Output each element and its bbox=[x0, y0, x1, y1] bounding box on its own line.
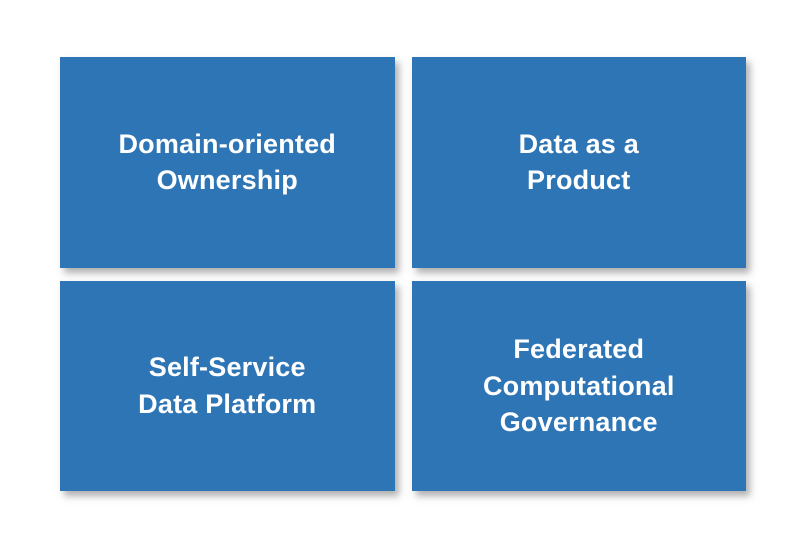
principle-label-self-service-data-platform: Self-Service Data Platform bbox=[138, 352, 317, 419]
principle-box-domain-oriented-ownership: Domain-oriented Ownership bbox=[60, 57, 395, 268]
principle-label-domain-oriented-ownership: Domain-oriented Ownership bbox=[118, 128, 336, 196]
principles-grid: Domain-oriented Ownership Data as a Prod… bbox=[60, 57, 746, 491]
principle-box-self-service-data-platform: Self-Service Data Platform bbox=[60, 280, 395, 491]
principle-label-data-as-a-product: Data as a Product bbox=[518, 128, 639, 196]
principle-box-federated-computational-governance: Federated Computational Governance bbox=[411, 280, 746, 491]
principle-label-federated-computational-governance: Federated Computational Governance bbox=[482, 334, 675, 437]
principle-box-data-as-a-product: Data as a Product bbox=[411, 57, 746, 268]
